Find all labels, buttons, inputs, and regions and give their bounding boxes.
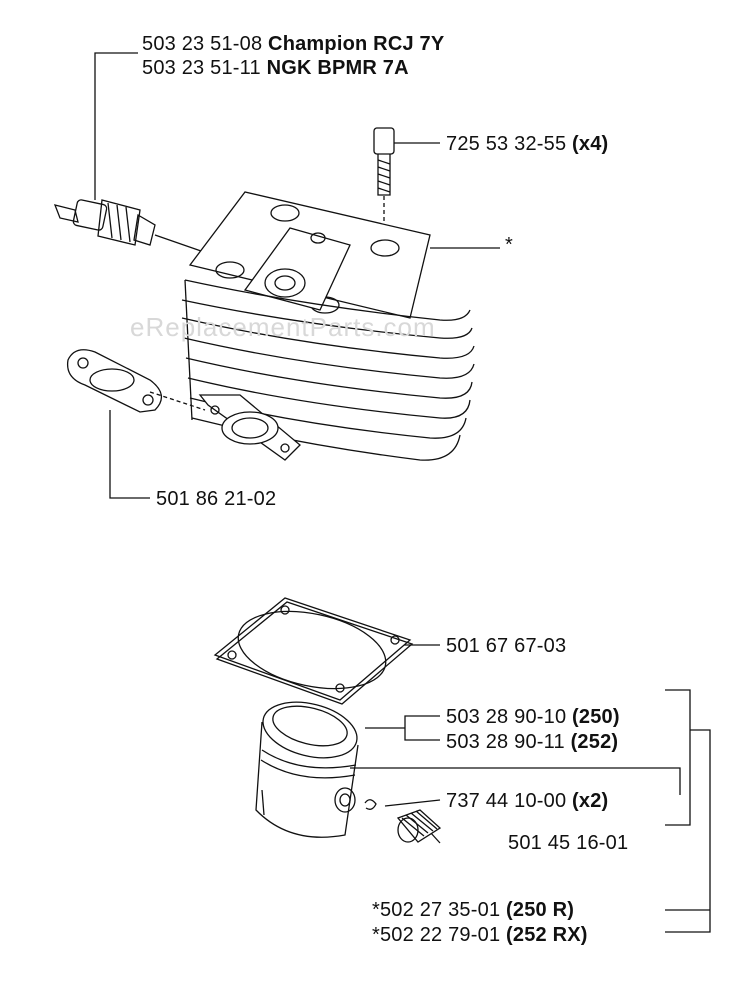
leader-circlip xyxy=(384,799,441,807)
part-qty: (x4) xyxy=(572,133,609,155)
bracket-kits xyxy=(665,729,711,933)
leader-exhaust-gasket xyxy=(109,410,150,499)
circlip-drawing xyxy=(364,799,377,810)
label-needle-bearing: 501 45 16-01 xyxy=(508,832,628,854)
label-spark-plug-1: 503 23 51-08 Champion RCJ 7Y xyxy=(142,33,444,55)
part-model: (250 R) xyxy=(506,899,575,921)
part-number: 503 23 51-11 xyxy=(142,57,261,79)
part-model: (252) xyxy=(570,731,619,753)
bracket-piston-right xyxy=(350,767,681,795)
part-number: 737 44 10-00 xyxy=(446,790,567,812)
part-number: 501 86 21-02 xyxy=(156,488,277,510)
label-spark-plug-2: 503 23 51-11 NGK BPMR 7A xyxy=(142,57,409,79)
screw-drawing xyxy=(373,127,395,245)
label-cylinder-star: * xyxy=(505,234,513,256)
part-number: *502 22 79-01 xyxy=(372,924,501,946)
label-circlip: 737 44 10-00 (x2) xyxy=(446,790,608,812)
label-exhaust-gasket: 501 86 21-02 xyxy=(156,488,276,510)
label-base-gasket: 501 67 67-03 xyxy=(446,635,566,657)
piston-drawing xyxy=(255,701,359,838)
part-number: 503 23 51-08 xyxy=(142,33,263,55)
part-desc: NGK BPMR 7A xyxy=(266,57,409,79)
part-number: 725 53 32-55 xyxy=(446,133,567,155)
part-number: 501 45 16-01 xyxy=(508,832,629,854)
cylinder-drawing xyxy=(181,191,475,461)
part-qty: (x2) xyxy=(572,790,609,812)
part-number: 501 67 67-03 xyxy=(446,635,567,657)
part-model: (252 RX) xyxy=(506,924,588,946)
leader-spark-plug xyxy=(94,52,138,200)
base-gasket-drawing xyxy=(213,597,414,705)
label-kit-250r: *502 27 35-01 (250 R) xyxy=(372,899,574,921)
label-piston-252: 503 28 90-11 (252) xyxy=(446,731,618,753)
label-screw: 725 53 32-55 (x4) xyxy=(446,133,608,155)
part-model: (250) xyxy=(572,706,620,728)
label-kit-252rx: *502 22 79-01 (252 RX) xyxy=(372,924,588,946)
part-desc: Champion RCJ 7Y xyxy=(268,33,445,55)
label-piston-250: 503 28 90-10 (250) xyxy=(446,706,620,728)
part-number: 503 28 90-10 xyxy=(446,706,567,728)
bracket-piston-assembly xyxy=(665,689,691,826)
part-number: *502 27 35-01 xyxy=(372,899,501,921)
watermark: eReplacementParts.com xyxy=(130,312,436,342)
part-number: 503 28 90-11 xyxy=(446,731,565,753)
needle-bearing-drawing xyxy=(396,809,442,843)
exhaust-gasket-drawing xyxy=(66,349,206,413)
leader-piston xyxy=(404,715,440,741)
